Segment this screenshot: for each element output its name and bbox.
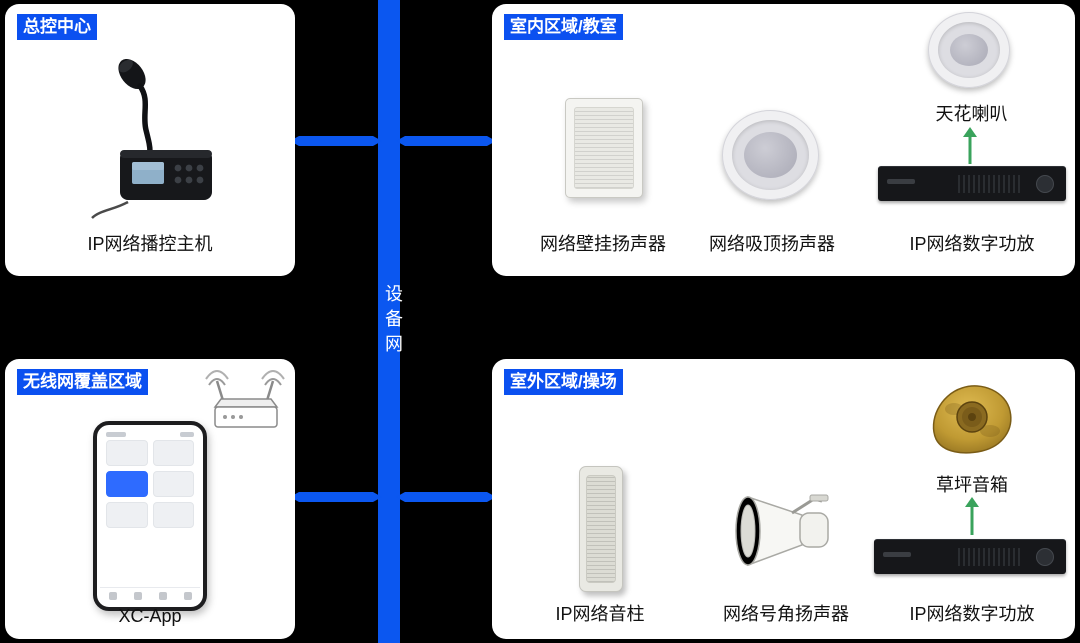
app-card bbox=[106, 440, 148, 466]
phone-app-cards bbox=[106, 440, 194, 528]
panel-control-title: 总控中心 bbox=[17, 14, 97, 40]
amp-logo bbox=[887, 179, 915, 184]
panel-indoor-title: 室内区域/教室 bbox=[504, 14, 623, 40]
wall-speaker-image bbox=[565, 98, 643, 198]
indoor-amp-caption: IP网络数字功放 bbox=[909, 234, 1035, 254]
ceiling-horn-core bbox=[950, 34, 988, 66]
paging-microphone-image bbox=[91, 58, 212, 219]
up-arrow-icon bbox=[963, 127, 977, 164]
amp-vents bbox=[958, 175, 1022, 193]
ceiling-speaker-caption: 网络吸顶扬声器 bbox=[709, 234, 835, 254]
arrow-stem bbox=[968, 135, 972, 164]
column-speaker-grille bbox=[586, 475, 616, 583]
app-card bbox=[152, 440, 194, 466]
phone-navbar bbox=[100, 587, 200, 604]
connector-control-to-network bbox=[290, 136, 382, 146]
ceiling-horn-image bbox=[928, 12, 1010, 88]
phone-screen bbox=[100, 428, 200, 604]
arrow-stem bbox=[970, 505, 974, 535]
lawn-speaker-caption: 草坪音箱 bbox=[936, 475, 1008, 495]
app-card bbox=[152, 471, 194, 497]
horn-speaker-caption: 网络号角扬声器 bbox=[723, 604, 849, 624]
panel-control-center: 总控中心 IP网络播控主机 bbox=[5, 4, 295, 276]
panel-outdoor-title: 室外区域/操场 bbox=[504, 369, 623, 395]
app-caption: XC-App bbox=[118, 606, 182, 626]
up-arrow-icon bbox=[965, 497, 979, 535]
connector-wireless-to-network bbox=[290, 492, 382, 502]
amp-knob bbox=[1036, 175, 1054, 193]
arrow-head bbox=[963, 127, 977, 137]
network-amplifier-image bbox=[874, 539, 1066, 574]
wall-speaker-grille bbox=[574, 107, 634, 189]
column-speaker-image bbox=[579, 466, 623, 592]
network-amplifier-image bbox=[878, 166, 1066, 201]
panel-wireless-area: 无线网覆盖区域 bbox=[5, 359, 295, 639]
wifi-router-icon bbox=[205, 370, 285, 428]
app-card-active bbox=[106, 471, 148, 497]
app-card bbox=[106, 502, 148, 528]
ceiling-horn-caption: 天花喇叭 bbox=[935, 104, 1008, 124]
device-network-bar bbox=[378, 0, 400, 643]
device-network-label: 设备网 bbox=[383, 284, 403, 359]
wall-speaker-caption: 网络壁挂扬声器 bbox=[540, 234, 666, 254]
smartphone-image bbox=[93, 421, 207, 611]
ceiling-speaker-image bbox=[722, 110, 819, 200]
outdoor-amp-caption: IP网络数字功放 bbox=[909, 604, 1035, 624]
panel-outdoor-area: 室外区域/操场 IP网络音柱 网络号角扬声器 bbox=[492, 359, 1075, 639]
lawn-rock-speaker-image bbox=[932, 385, 1012, 454]
panel-wireless-title: 无线网覆盖区域 bbox=[17, 369, 148, 395]
arrow-head bbox=[965, 497, 979, 507]
amp-vents bbox=[958, 548, 1022, 566]
column-speaker-caption: IP网络音柱 bbox=[555, 604, 645, 624]
mic-caption: IP网络播控主机 bbox=[87, 234, 213, 254]
amp-logo bbox=[883, 552, 911, 557]
horn-speaker-image bbox=[735, 494, 829, 567]
phone-statusbar bbox=[106, 432, 194, 437]
panel-indoor-area: 室内区域/教室 网络壁挂扬声器 网络吸顶扬声器 天花喇叭 IP网络数字功放 bbox=[492, 4, 1075, 276]
app-card bbox=[152, 502, 194, 528]
connector-network-to-outdoor bbox=[396, 492, 496, 502]
connector-network-to-indoor bbox=[396, 136, 496, 146]
amp-knob bbox=[1036, 548, 1054, 566]
ceiling-speaker-core bbox=[744, 132, 797, 178]
